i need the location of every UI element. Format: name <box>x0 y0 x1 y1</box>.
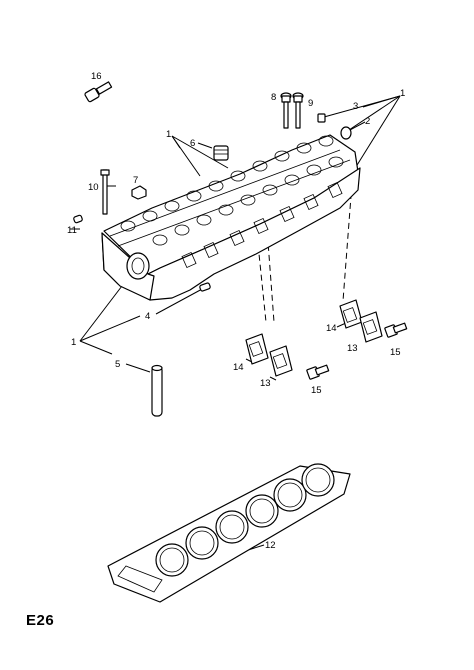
gasket-group-left <box>245 333 330 380</box>
nut-part-7 <box>131 185 147 200</box>
pin-part-4 <box>199 282 211 292</box>
bolt-part-8 <box>280 92 292 129</box>
callout-16: 16 <box>91 71 102 82</box>
dowel-part-11 <box>73 214 83 224</box>
guide-tube-part-5 <box>151 364 163 417</box>
callout-13-right: 13 <box>347 343 358 354</box>
callout-3: 3 <box>353 101 358 112</box>
callout-13-left: 13 <box>260 378 271 389</box>
screw-plug-part-6 <box>213 145 229 161</box>
callout-15-left: 15 <box>311 385 322 396</box>
bolt-part-16 <box>84 81 113 103</box>
plug-part-2 <box>340 126 352 140</box>
callout-6: 6 <box>190 138 195 149</box>
callout-1-head: 1 <box>166 129 171 140</box>
bolt-part-9 <box>292 92 304 129</box>
sleeve-part-3 <box>317 113 326 123</box>
dashed-assembly-lines <box>254 182 353 323</box>
callout-14-left: 14 <box>233 362 244 373</box>
callout-14-right: 14 <box>326 323 337 334</box>
cylinder-head <box>101 134 361 301</box>
cam-journals <box>120 135 344 246</box>
head-gasket-part-12 <box>107 463 351 603</box>
stud-part-10 <box>100 169 110 215</box>
callout-2: 2 <box>365 116 370 127</box>
callout-4: 4 <box>145 311 150 322</box>
callout-labels: 16 8 9 3 1 2 1 6 7 10 11 4 1 5 14 13 15 … <box>67 71 405 551</box>
callout-1-top: 1 <box>400 88 405 99</box>
callout-11: 11 <box>67 225 77 236</box>
callout-10: 10 <box>88 182 99 193</box>
gasket-group-right <box>339 299 408 343</box>
callout-5: 5 <box>115 359 120 370</box>
callout-7: 7 <box>133 175 138 186</box>
callout-15-right: 15 <box>390 347 401 358</box>
callout-1-left: 1 <box>71 337 76 348</box>
page-code: E26 <box>26 612 55 629</box>
callout-8: 8 <box>271 92 276 103</box>
callout-9: 9 <box>308 98 313 109</box>
callout-12: 12 <box>265 540 276 551</box>
